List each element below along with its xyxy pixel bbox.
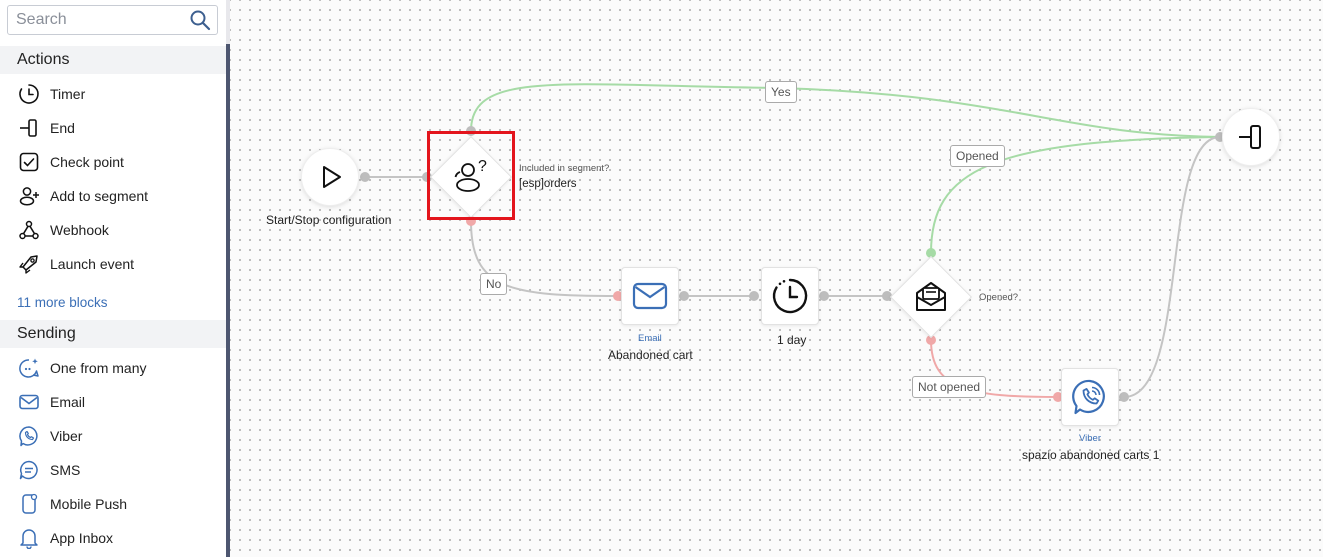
sidebar-item-launch-event[interactable]: Launch event	[0, 247, 226, 281]
opened-question-label: Opened?	[979, 292, 1019, 303]
email-node[interactable]	[621, 267, 679, 325]
webhook-icon	[18, 219, 40, 241]
sidebar-item-label: Timer	[50, 86, 86, 102]
sidebar-item-viber[interactable]: Viber	[0, 419, 226, 453]
end-icon	[1239, 125, 1261, 149]
start-node[interactable]	[301, 148, 359, 206]
launch-event-icon	[18, 253, 40, 275]
timer-icon	[772, 278, 808, 314]
app-inbox-icon	[18, 527, 40, 549]
segment-name-label: [esp]orders	[519, 178, 577, 190]
email-icon	[632, 282, 668, 310]
sidebar-item-label: Add to segment	[50, 188, 149, 204]
viber-node-name: spazio abandoned carts 1	[1022, 448, 1160, 462]
play-icon	[323, 166, 341, 188]
start-node-label: Start/Stop configuration	[266, 213, 392, 227]
viber-icon	[18, 425, 40, 447]
segment-question-icon: ?	[446, 152, 496, 202]
sidebar-item-label: One from many	[50, 360, 147, 376]
sidebar-item-webhook[interactable]: Webhook	[0, 213, 226, 247]
edge-tag-no[interactable]: No	[480, 273, 508, 295]
sidebar-item-label: Webhook	[50, 222, 109, 238]
sidebar-item-add-to-segment[interactable]: Add to segment	[0, 179, 226, 213]
email-icon	[18, 391, 40, 413]
viber-icon	[1072, 379, 1105, 415]
flow-canvas[interactable]: Start/Stop configuration ? Included in s…	[230, 0, 1323, 557]
sidebar-item-label: Check point	[50, 154, 124, 170]
timer-icon	[18, 83, 40, 105]
edge-tag-opened[interactable]: Opened	[950, 145, 1005, 167]
segment-question-label: Included in segment?	[519, 163, 610, 174]
sidebar-item-check-point[interactable]: Check point	[0, 145, 226, 179]
end-icon	[18, 117, 40, 139]
edge-tag-not-opened[interactable]: Not opened	[912, 376, 987, 398]
timer-node-label: 1 day	[777, 333, 807, 347]
add-to-segment-icon	[18, 185, 40, 207]
sidebar-item-sms[interactable]: SMS	[0, 453, 226, 487]
sidebar-item-label: Email	[50, 394, 86, 410]
sidebar-item-label: Mobile Push	[50, 496, 128, 512]
viber-node[interactable]	[1061, 368, 1119, 426]
actions-header: Actions	[0, 46, 226, 74]
mobile-push-icon	[18, 493, 40, 515]
opened-envelope-icon	[906, 272, 956, 322]
sidebar-item-timer[interactable]: Timer	[0, 77, 226, 111]
one-from-many-icon	[18, 357, 40, 379]
sidebar-item-label: Launch event	[50, 256, 135, 272]
sidebar-divider-top	[226, 0, 230, 44]
more-blocks-link[interactable]: 11 more blocks	[17, 295, 108, 310]
sidebar-item-end[interactable]: End	[0, 111, 226, 145]
email-node-type: Email	[638, 333, 662, 344]
sending-header: Sending	[0, 320, 226, 348]
viber-node-type: Viber	[1079, 433, 1102, 444]
end-node[interactable]	[1222, 108, 1280, 166]
blocks-sidebar: Actions Timer End Check point Add to seg…	[0, 0, 226, 557]
sidebar-item-label: End	[50, 120, 75, 136]
sms-icon	[18, 459, 40, 481]
sidebar-item-one-from-many[interactable]: One from many	[0, 351, 226, 385]
sidebar-resize-handle[interactable]	[226, 44, 230, 557]
svg-text:?: ?	[478, 158, 487, 175]
timer-node[interactable]	[761, 267, 819, 325]
sidebar-item-mobile-push[interactable]: Mobile Push	[0, 487, 226, 521]
edge-tag-yes[interactable]: Yes	[765, 81, 797, 103]
sidebar-item-label: App Inbox	[50, 530, 114, 546]
check-point-icon	[18, 151, 40, 173]
search-icon[interactable]	[188, 8, 212, 32]
sidebar-item-label: Viber	[50, 428, 83, 444]
search-input[interactable]	[8, 11, 188, 29]
sidebar-item-email[interactable]: Email	[0, 385, 226, 419]
email-node-name: Abandoned cart	[608, 348, 693, 362]
search-box[interactable]	[7, 5, 218, 35]
sidebar-item-app-inbox[interactable]: App Inbox	[0, 521, 226, 555]
sidebar-item-label: SMS	[50, 462, 81, 478]
